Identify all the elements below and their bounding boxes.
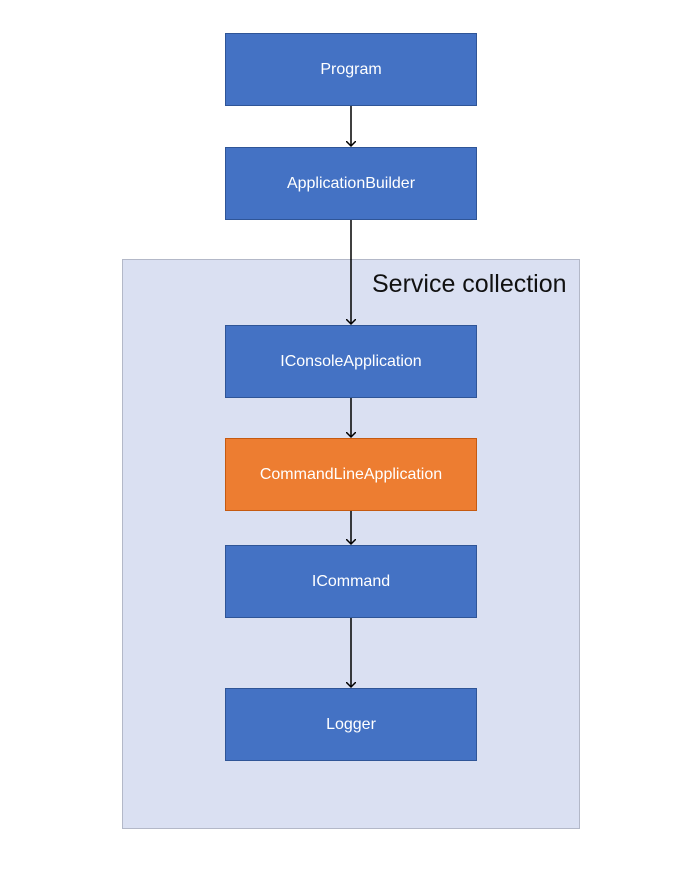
node-iconsole-application: IConsoleApplication [225, 325, 477, 398]
service-collection-label: Service collection [372, 270, 567, 298]
node-icommand: ICommand [225, 545, 477, 618]
node-application-builder: ApplicationBuilder [225, 147, 477, 220]
node-command-line-application: CommandLineApplication [225, 438, 477, 511]
node-logger: Logger [225, 688, 477, 761]
node-program: Program [225, 33, 477, 106]
